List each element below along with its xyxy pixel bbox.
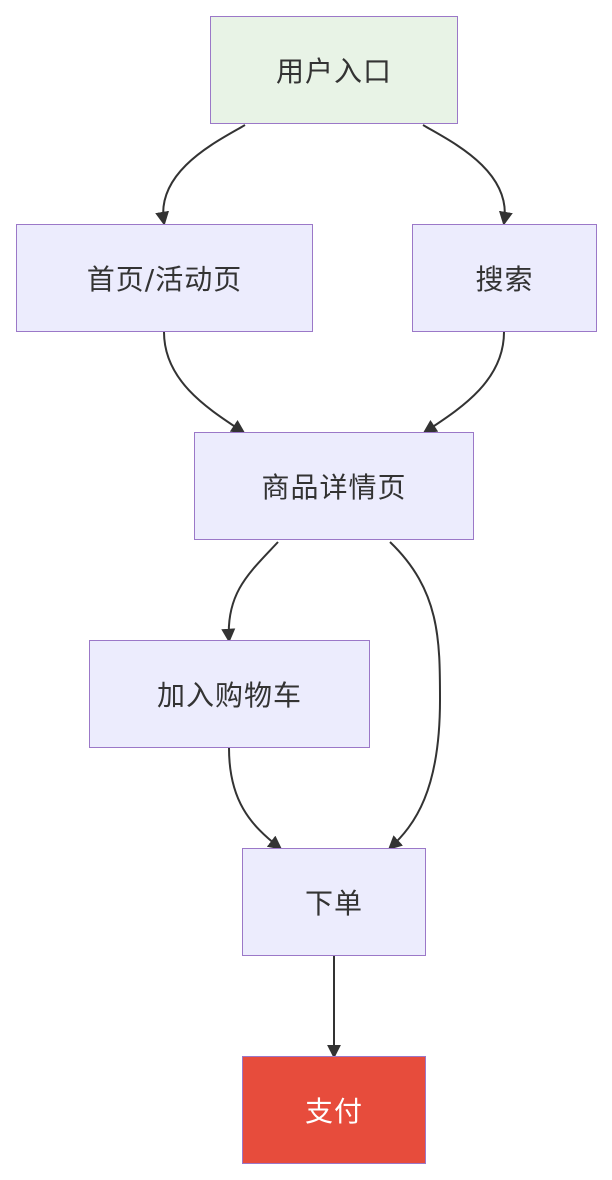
node-home: 首页/活动页 <box>16 224 313 332</box>
edge-detail-cart <box>221 541 279 643</box>
edge-entry-home <box>155 124 246 226</box>
node-pay: 支付 <box>242 1056 426 1164</box>
edge-detail-order <box>387 541 442 850</box>
node-order-label: 下单 <box>304 887 363 920</box>
node-pay-label: 支付 <box>304 1095 363 1128</box>
node-detail-label: 商品详情页 <box>261 471 407 504</box>
node-cart: 加入购物车 <box>89 640 370 748</box>
node-entry: 用户入口 <box>210 16 458 124</box>
node-home-label: 首页/活动页 <box>86 263 243 296</box>
edge-entry-search <box>422 124 513 226</box>
node-entry-label: 用户入口 <box>275 55 392 88</box>
edge-home-detail <box>163 331 246 434</box>
node-cart-label: 加入购物车 <box>156 679 302 712</box>
node-search-label: 搜索 <box>475 263 534 296</box>
edge-cart-order <box>228 747 283 850</box>
node-search: 搜索 <box>412 224 597 332</box>
node-order: 下单 <box>242 848 426 956</box>
edge-search-detail <box>422 331 505 434</box>
node-detail: 商品详情页 <box>194 432 474 540</box>
